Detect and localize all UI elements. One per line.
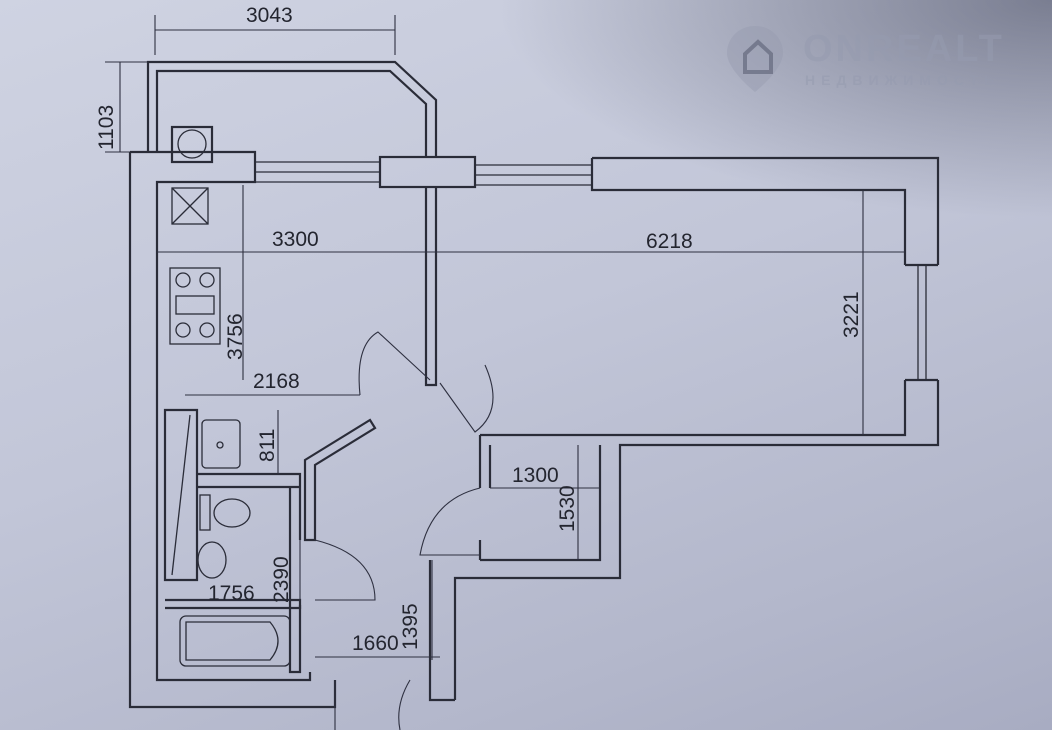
dim-kitchen-width: 3300	[272, 228, 319, 251]
door-closet	[419, 487, 481, 556]
dim-closet-width: 1300	[512, 464, 559, 487]
door-room	[358, 331, 494, 433]
watermark-tagline: НЕДВИЖИМОСТЬ	[805, 72, 1001, 88]
bathtub	[179, 615, 291, 667]
washbasin	[197, 541, 227, 579]
toilet	[199, 494, 211, 531]
watermark-brand: ONREALT	[803, 28, 1005, 70]
pillar	[378, 155, 477, 189]
door-bath	[314, 539, 376, 601]
dim-entry-width: 1660	[352, 632, 399, 655]
dim-room-width: 6218	[646, 230, 693, 253]
cooktop	[169, 267, 221, 345]
photo-shade	[492, 0, 1052, 220]
vent-shaft	[170, 125, 214, 164]
dim-balcony-depth: 1103	[95, 105, 118, 150]
dim-entry-depth: 1395	[399, 603, 422, 650]
dim-kitchen-depth: 3756	[224, 313, 247, 360]
dimension-lines	[105, 15, 905, 660]
dim-bath-width: 1756	[208, 582, 255, 605]
fridge-box	[171, 187, 209, 225]
dim-hall-width: 2168	[253, 370, 300, 393]
sink-kitchen	[201, 419, 241, 469]
dim-closet-depth: 1530	[556, 485, 579, 532]
living-room-wall	[590, 156, 940, 265]
outer-wall	[130, 150, 312, 682]
watermark-logo: ONREALT НЕДВИЖИМОСТЬ	[725, 24, 1025, 94]
door-entry	[334, 679, 411, 730]
dim-balcony-width: 3043	[246, 4, 293, 27]
dim-bath-small: 811	[256, 429, 279, 462]
dim-room-depth: 3221	[840, 291, 863, 338]
balcony-wall	[146, 60, 438, 157]
location-pin-house-icon	[727, 26, 783, 92]
dim-bath-depth: 2390	[270, 556, 293, 603]
